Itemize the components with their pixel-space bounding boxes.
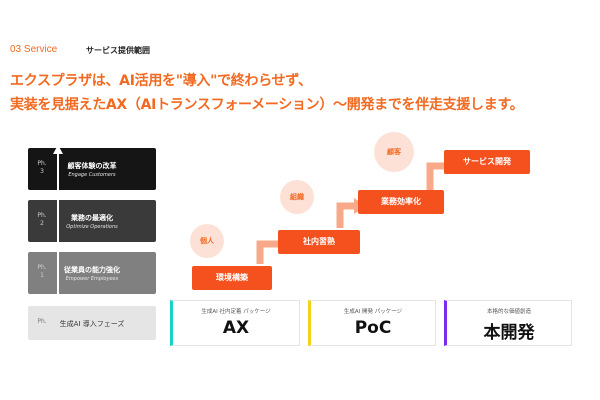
- phase-0-number: Ph.: [37, 318, 47, 325]
- card-ax-title: AX: [222, 318, 250, 338]
- phase-progress-line: [57, 154, 59, 304]
- headline-line-1: エクスプラザは、AI活用を"導入"で終わらせず、: [10, 73, 312, 89]
- section-title: サービス提供範囲: [86, 46, 150, 55]
- phase-0-title: 生成AI 導入フェーズ: [59, 320, 125, 328]
- section-number: 03 Service: [10, 44, 58, 55]
- phase-1-number: Ph.1: [37, 264, 47, 279]
- card-development-title: 本開発: [483, 323, 535, 343]
- phase-0-block: Ph. 生成AI 導入フェーズ: [28, 306, 156, 340]
- connector-2: [336, 202, 354, 228]
- phase-1-block: Ph.1 従業員の能力強化 Empower Employees: [28, 252, 156, 294]
- phase-2-number: Ph.2: [37, 212, 47, 227]
- headline-line-2: 実装を見据えたAX（AIトランスフォーメーション）〜開発までを伴走支援します。: [10, 97, 524, 113]
- step-internal-adoption: 社内習熟: [278, 230, 360, 254]
- phase-3-number: Ph.3: [37, 160, 47, 175]
- phase-2-subtitle: Optimize Operations: [66, 224, 118, 230]
- circle-individual: 個人: [190, 224, 224, 258]
- card-ax: 生成AI 社内定着 パッケージ AX: [170, 300, 300, 346]
- step-service-development: サービス開発: [444, 150, 530, 174]
- connector-1: [256, 240, 278, 264]
- card-poc-label: 生成AI 開発 パッケージ: [343, 309, 403, 315]
- phase-1-title: 従業員の能力強化: [64, 266, 120, 274]
- phase-2-title: 業務の最適化: [71, 214, 113, 222]
- phase-2-block: Ph.2 業務の最適化 Optimize Operations: [28, 200, 156, 242]
- phase-3-block: Ph.3 顧客体験の改革 Engage Customers: [28, 148, 156, 190]
- circle-organization: 組織: [280, 180, 314, 214]
- card-development: 本格的な価値創造 本開発: [444, 300, 572, 346]
- arrow-up-icon: [53, 145, 63, 154]
- step-environment: 環境構築: [192, 266, 272, 290]
- card-poc-title: PoC: [354, 318, 392, 338]
- phase-1-subtitle: Empower Employees: [65, 276, 119, 282]
- step-efficiency: 業務効率化: [358, 190, 444, 214]
- phase-3-subtitle: Engage Customers: [68, 172, 116, 178]
- card-development-label: 本格的な価値創造: [486, 309, 531, 315]
- card-ax-label: 生成AI 社内定着 パッケージ: [201, 309, 271, 315]
- connector-3: [426, 162, 444, 190]
- circle-customer: 顧客: [374, 132, 414, 172]
- phase-3-title: 顧客体験の改革: [67, 162, 117, 170]
- card-poc: 生成AI 開発 パッケージ PoC: [308, 300, 436, 346]
